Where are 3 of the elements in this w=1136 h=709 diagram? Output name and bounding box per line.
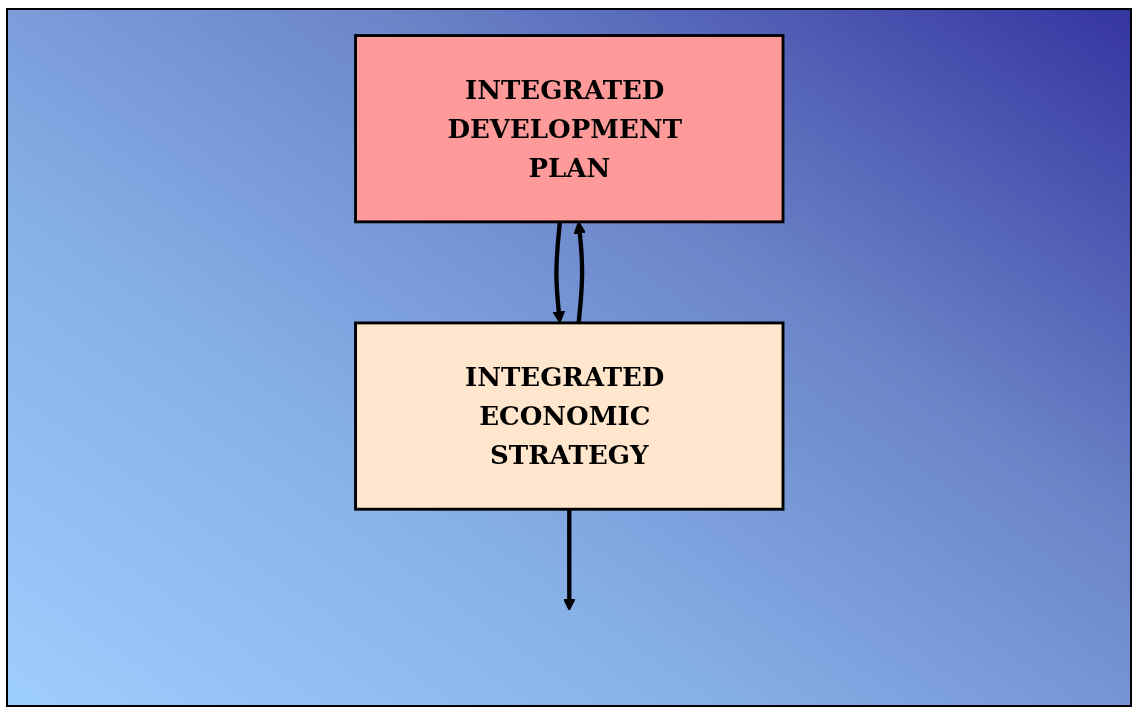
node-box: INTEGRATED ECONOMIC STRATEGY (353, 321, 785, 511)
node-box: INTEGRATED DEVELOPMENT PLAN (353, 34, 785, 224)
arrow (562, 509, 576, 611)
